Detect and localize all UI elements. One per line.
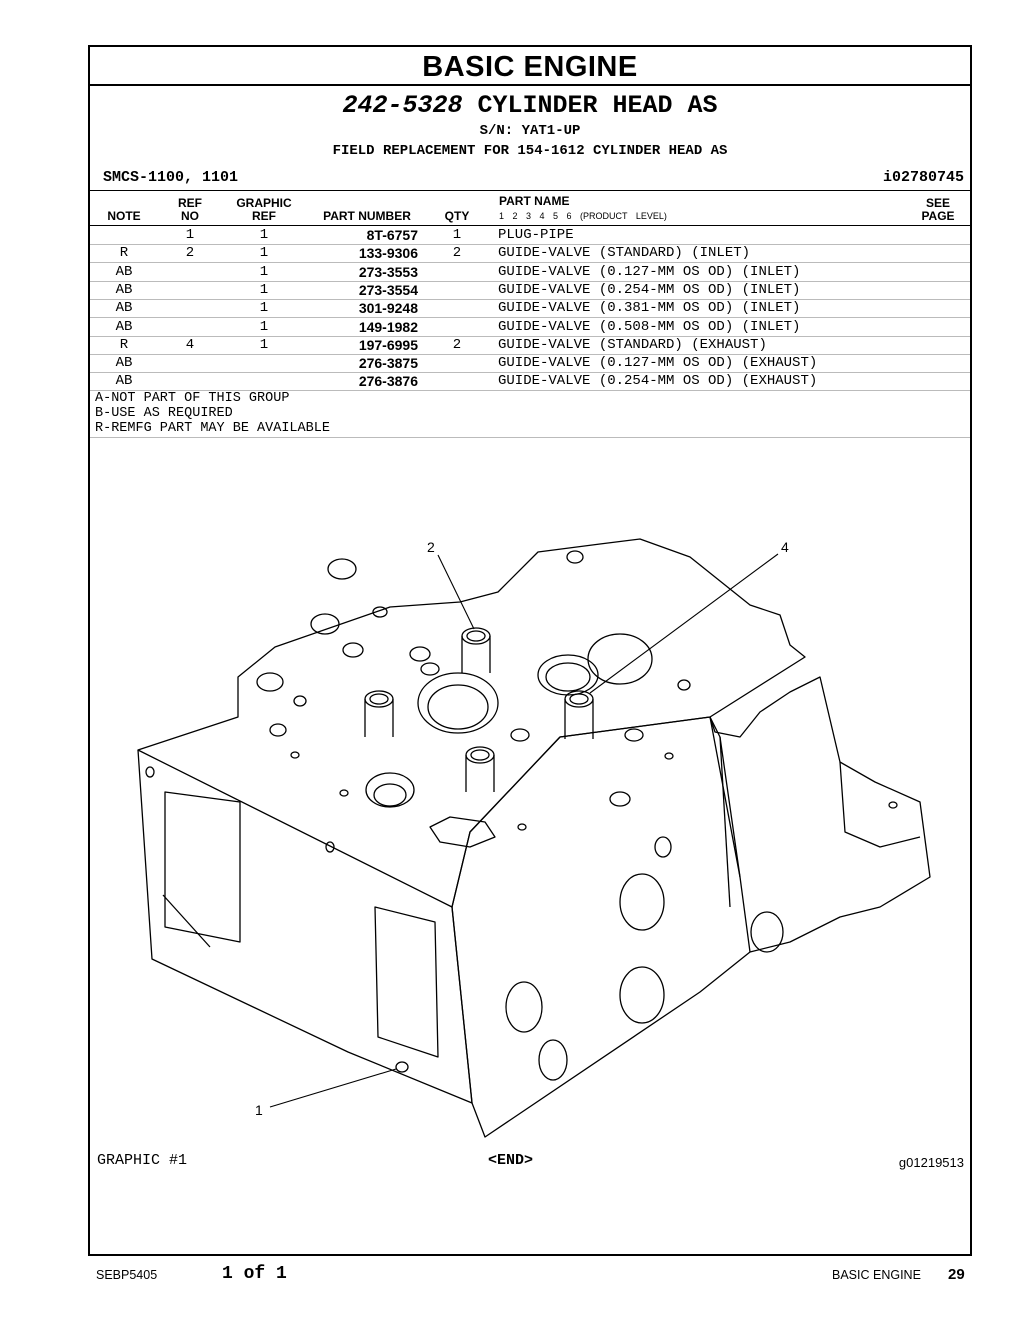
cell-part-name: GUIDE-VALVE (0.508-MM OS OD) (INLET) bbox=[498, 318, 801, 335]
front-window-right bbox=[374, 906, 439, 1058]
part-title: 242-5328 CYLINDER HEAD AS bbox=[90, 91, 970, 120]
valve-guide-2 bbox=[461, 627, 491, 673]
cell-part-number: 8T-6757 bbox=[366, 227, 418, 243]
col-header-part-name: PART NAME bbox=[499, 194, 570, 208]
cell-qty: 2 bbox=[452, 336, 462, 353]
cell-qty: 1 bbox=[452, 227, 462, 243]
cell-graphic-ref: 1 bbox=[259, 318, 269, 335]
table-row: AB 1 273-3554 GUIDE-VALVE (0.254-MM OS OD) … bbox=[90, 281, 970, 300]
cell-part-number: 301-9248 bbox=[358, 300, 418, 317]
cell-ref-no: 2 bbox=[185, 245, 195, 262]
cell-part-number: 273-3554 bbox=[358, 281, 418, 298]
cell-graphic-ref: 1 bbox=[259, 336, 269, 353]
cell-note: AB bbox=[115, 318, 133, 335]
footer-page-number: 29 bbox=[948, 1266, 965, 1283]
head-top-face bbox=[137, 538, 806, 908]
assembly-part-number: 242-5328 bbox=[342, 91, 463, 120]
assembly-name: CYLINDER HEAD AS bbox=[477, 91, 718, 120]
cell-part-number: 149-1982 bbox=[358, 318, 418, 335]
valve-guide-exhaust bbox=[465, 746, 495, 792]
cell-part-number: 273-3553 bbox=[358, 263, 418, 280]
cell-part-name: GUIDE-VALVE (STANDARD) (EXHAUST) bbox=[498, 336, 767, 353]
note-r: R-REMFG PART MAY BE AVAILABLE bbox=[95, 421, 330, 436]
graphic-label: GRAPHIC #1 bbox=[97, 1152, 188, 1169]
front-window-left bbox=[164, 791, 241, 943]
head-front-face bbox=[137, 749, 473, 1104]
graphic-id: g01219513 bbox=[898, 1155, 964, 1170]
cell-part-name: GUIDE-VALVE (0.381-MM OS OD) (INLET) bbox=[498, 300, 801, 317]
cell-graphic-ref: 1 bbox=[259, 227, 269, 243]
table-row: AB 1 273-3553 GUIDE-VALVE (0.127-MM OS OD) … bbox=[90, 263, 970, 282]
table-row: AB 1 149-1982 GUIDE-VALVE (0.508-MM OS OD) … bbox=[90, 318, 970, 337]
footer-doc-id: SEBP5405 bbox=[96, 1268, 158, 1282]
table-row: R 4 1 197-6995 2 GUIDE-VALVE (STANDARD) (EXHA… bbox=[90, 336, 970, 355]
notes-legend: A-NOT PART OF THIS GROUP B-USE AS REQUIR… bbox=[95, 391, 330, 436]
valve-guide-4 bbox=[564, 690, 594, 739]
notes-rule bbox=[90, 437, 970, 438]
callout-leader-1 bbox=[269, 1068, 397, 1108]
footer-section: BASIC ENGINE bbox=[832, 1268, 921, 1282]
table-row: R 2 1 133-9306 2 GUIDE-VALVE (STANDARD) (INLE… bbox=[90, 244, 970, 264]
callout-label-1: 1 bbox=[255, 1102, 263, 1118]
cell-note: AB bbox=[115, 373, 133, 390]
cell-note: AB bbox=[115, 263, 133, 280]
cell-qty: 2 bbox=[452, 245, 462, 262]
cell-graphic-ref: 1 bbox=[259, 245, 269, 262]
header-top-rule bbox=[90, 190, 970, 191]
cell-part-name: GUIDE-VALVE (0.254-MM OS OD) (EXHAUST) bbox=[498, 373, 818, 390]
right-boss bbox=[709, 676, 931, 953]
head-front-inner bbox=[451, 906, 473, 1104]
document-identifier: i02780745 bbox=[882, 169, 964, 186]
cell-ref-no: 1 bbox=[185, 227, 195, 243]
section-banner: BASIC ENGINE bbox=[90, 47, 970, 86]
callout-leader-4 bbox=[589, 553, 779, 694]
product-level-scale: 1 2 3 4 5 6 (PRODUCT LEVEL) bbox=[499, 211, 667, 221]
cell-part-name: GUIDE-VALVE (0.127-MM OS OD) (INLET) bbox=[498, 263, 801, 280]
field-replacement-note: FIELD REPLACEMENT FOR 154-1612 CYLINDER … bbox=[332, 143, 728, 159]
cell-graphic-ref: 1 bbox=[259, 281, 269, 298]
callout-label-2: 2 bbox=[427, 539, 435, 555]
col-header-part-number: PART NUMBER bbox=[323, 209, 411, 223]
cylinder-head-illustration bbox=[137, 538, 931, 1138]
col-header-note: NOTE bbox=[107, 209, 141, 223]
cell-part-name: PLUG-PIPE bbox=[498, 227, 574, 243]
note-a: A-NOT PART OF THIS GROUP bbox=[95, 391, 290, 406]
cell-graphic-ref: 1 bbox=[259, 300, 269, 317]
table-row: 1 1 8T-6757 1 PLUG-PIPE bbox=[90, 226, 970, 245]
callout-leader-2 bbox=[437, 554, 475, 630]
cell-note: AB bbox=[115, 281, 133, 298]
end-marker: <END> bbox=[488, 1152, 534, 1169]
cell-note: AB bbox=[115, 355, 133, 372]
cell-note: R bbox=[119, 245, 129, 262]
cell-part-number: 276-3876 bbox=[358, 373, 418, 390]
table-row: AB 276-3875 GUIDE-VALVE (0.127-MM OS OD) (… bbox=[90, 354, 970, 374]
table-row: AB 1 301-9248 GUIDE-VALVE (0.381-MM OS OD) … bbox=[90, 299, 970, 319]
cell-ref-no: 4 bbox=[185, 336, 195, 353]
note-b: B-USE AS REQUIRED bbox=[95, 406, 233, 421]
smcs-code: SMCS-1100, 1101 bbox=[103, 169, 239, 186]
head-front-side-edge bbox=[451, 716, 741, 908]
header-bottom-rule bbox=[90, 225, 970, 226]
cell-part-name: GUIDE-VALVE (0.127-MM OS OD) (EXHAUST) bbox=[498, 355, 818, 372]
valve-guide-inlet bbox=[364, 690, 394, 737]
cell-part-name: GUIDE-VALVE (0.254-MM OS OD) (INLET) bbox=[498, 281, 801, 298]
cell-graphic-ref: 1 bbox=[259, 263, 269, 280]
cell-part-number: 197-6995 bbox=[358, 336, 418, 353]
footer-page-of: 1 of 1 bbox=[222, 1264, 287, 1284]
cell-part-number: 133-9306 bbox=[358, 245, 418, 262]
page-frame: BASIC ENGINE 242-5328 CYLINDER HEAD AS S… bbox=[88, 45, 972, 1256]
col-header-qty: QTY bbox=[444, 209, 470, 223]
cell-note: R bbox=[119, 336, 129, 353]
cell-part-name: GUIDE-VALVE (STANDARD) (INLET) bbox=[498, 245, 751, 262]
cell-part-number: 276-3875 bbox=[358, 355, 418, 372]
table-row: AB 276-3876 GUIDE-VALVE (0.254-MM OS OD) (… bbox=[90, 372, 970, 392]
head-right-face bbox=[471, 716, 751, 1138]
callout-label-4: 4 bbox=[781, 539, 789, 555]
cell-note: AB bbox=[115, 300, 133, 317]
serial-number: S/N: YAT1-UP bbox=[479, 123, 581, 139]
